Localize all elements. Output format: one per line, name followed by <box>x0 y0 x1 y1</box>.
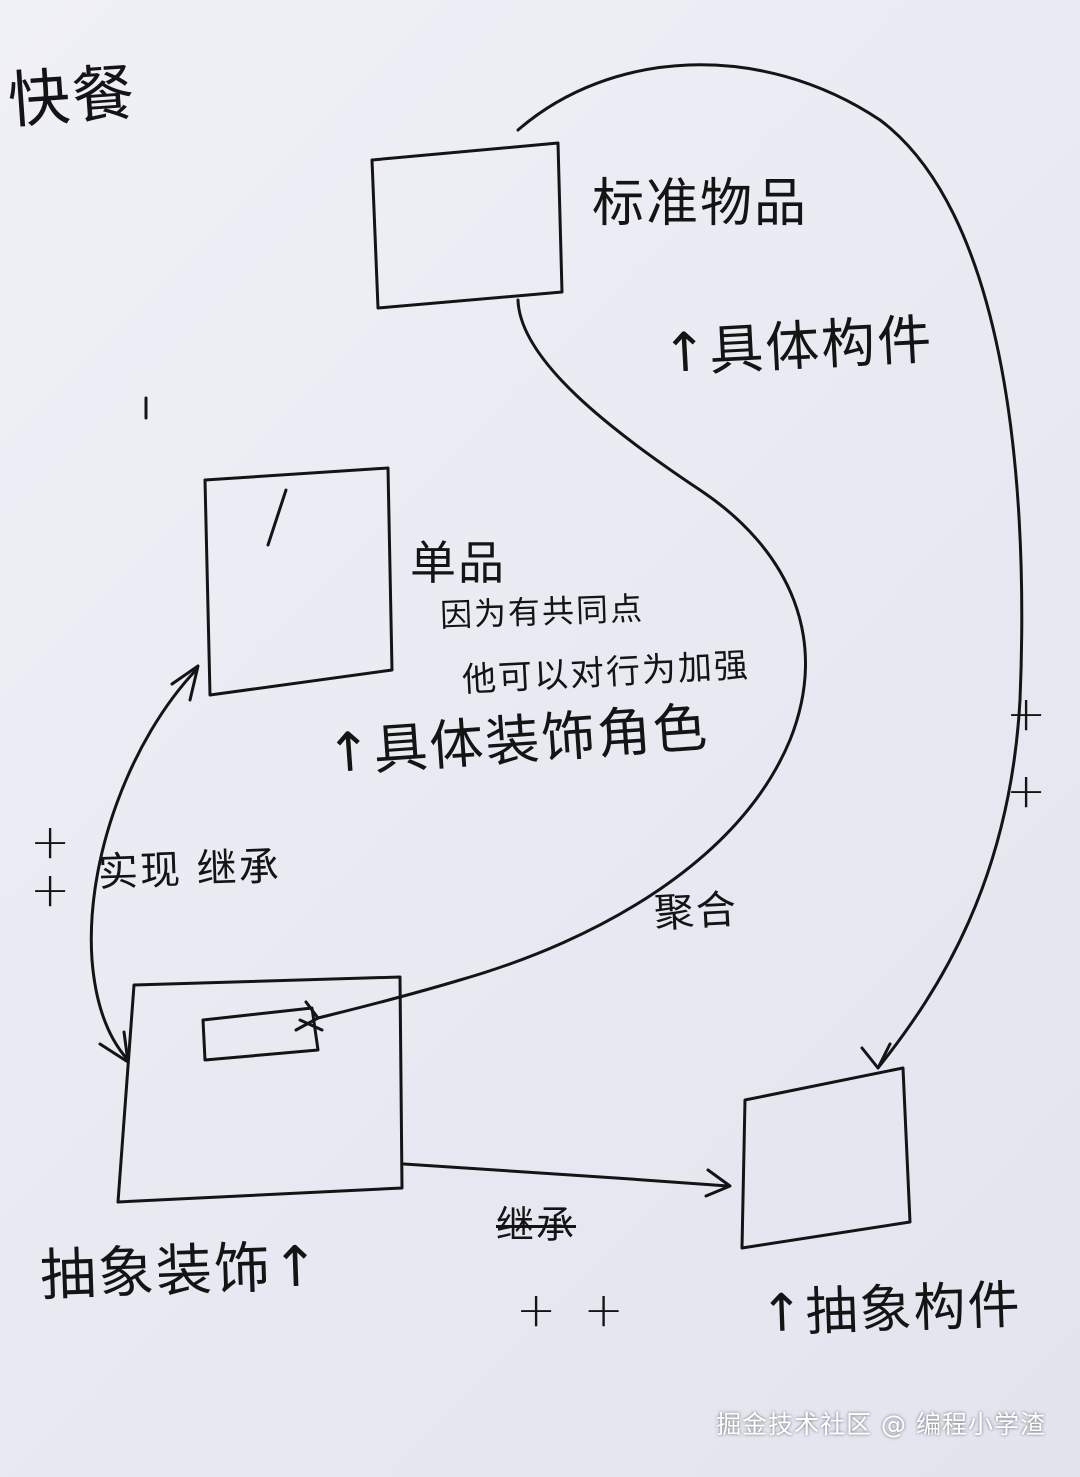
plus-marker-left: + + <box>30 814 77 918</box>
edge-aggregation <box>316 298 807 1020</box>
inner-field-box <box>201 1006 320 1062</box>
diagram-title: 快餐 <box>5 55 139 138</box>
edge-inheritance <box>402 1162 730 1188</box>
edge-standard-to-abstract-component <box>516 63 1024 1070</box>
label-standard-item: 标准物品 <box>592 174 809 234</box>
watermark: 掘金技术社区 @ 编程小学渣 <box>716 1410 1046 1439</box>
label-abstract-component: ↑抽象构件 <box>759 1275 1023 1345</box>
plus-marker-bottom: + + <box>516 1282 630 1338</box>
box-abstract-decorator <box>116 975 404 1204</box>
label-aggregation: 聚合 <box>652 886 740 938</box>
arrowhead-abstract-component <box>860 1042 892 1070</box>
label-implement-inherit: 实现 继承 <box>97 843 282 897</box>
box-single-item <box>203 466 394 697</box>
plus-marker-right: + + <box>1006 686 1053 819</box>
arrowhead-inheritance <box>704 1168 732 1198</box>
arrowhead-single-item <box>170 664 200 702</box>
edge-implement-inherit <box>89 668 198 1062</box>
box-single-item-stroke <box>266 488 288 547</box>
label-concrete-component: ↑具体构件 <box>660 307 935 386</box>
label-single-item: 单品 <box>410 536 506 590</box>
arrowhead-implement-inherit <box>98 1030 130 1064</box>
label-single-item-note-1: 因为有共同点 <box>439 589 645 635</box>
label-abstract-decorator: 抽象装饰↑ <box>38 1234 322 1309</box>
box-abstract-component <box>740 1066 912 1250</box>
label-inheritance: 继承 <box>496 1203 577 1247</box>
box-standard-item <box>370 141 564 310</box>
arrowhead-aggregation <box>294 1000 324 1032</box>
